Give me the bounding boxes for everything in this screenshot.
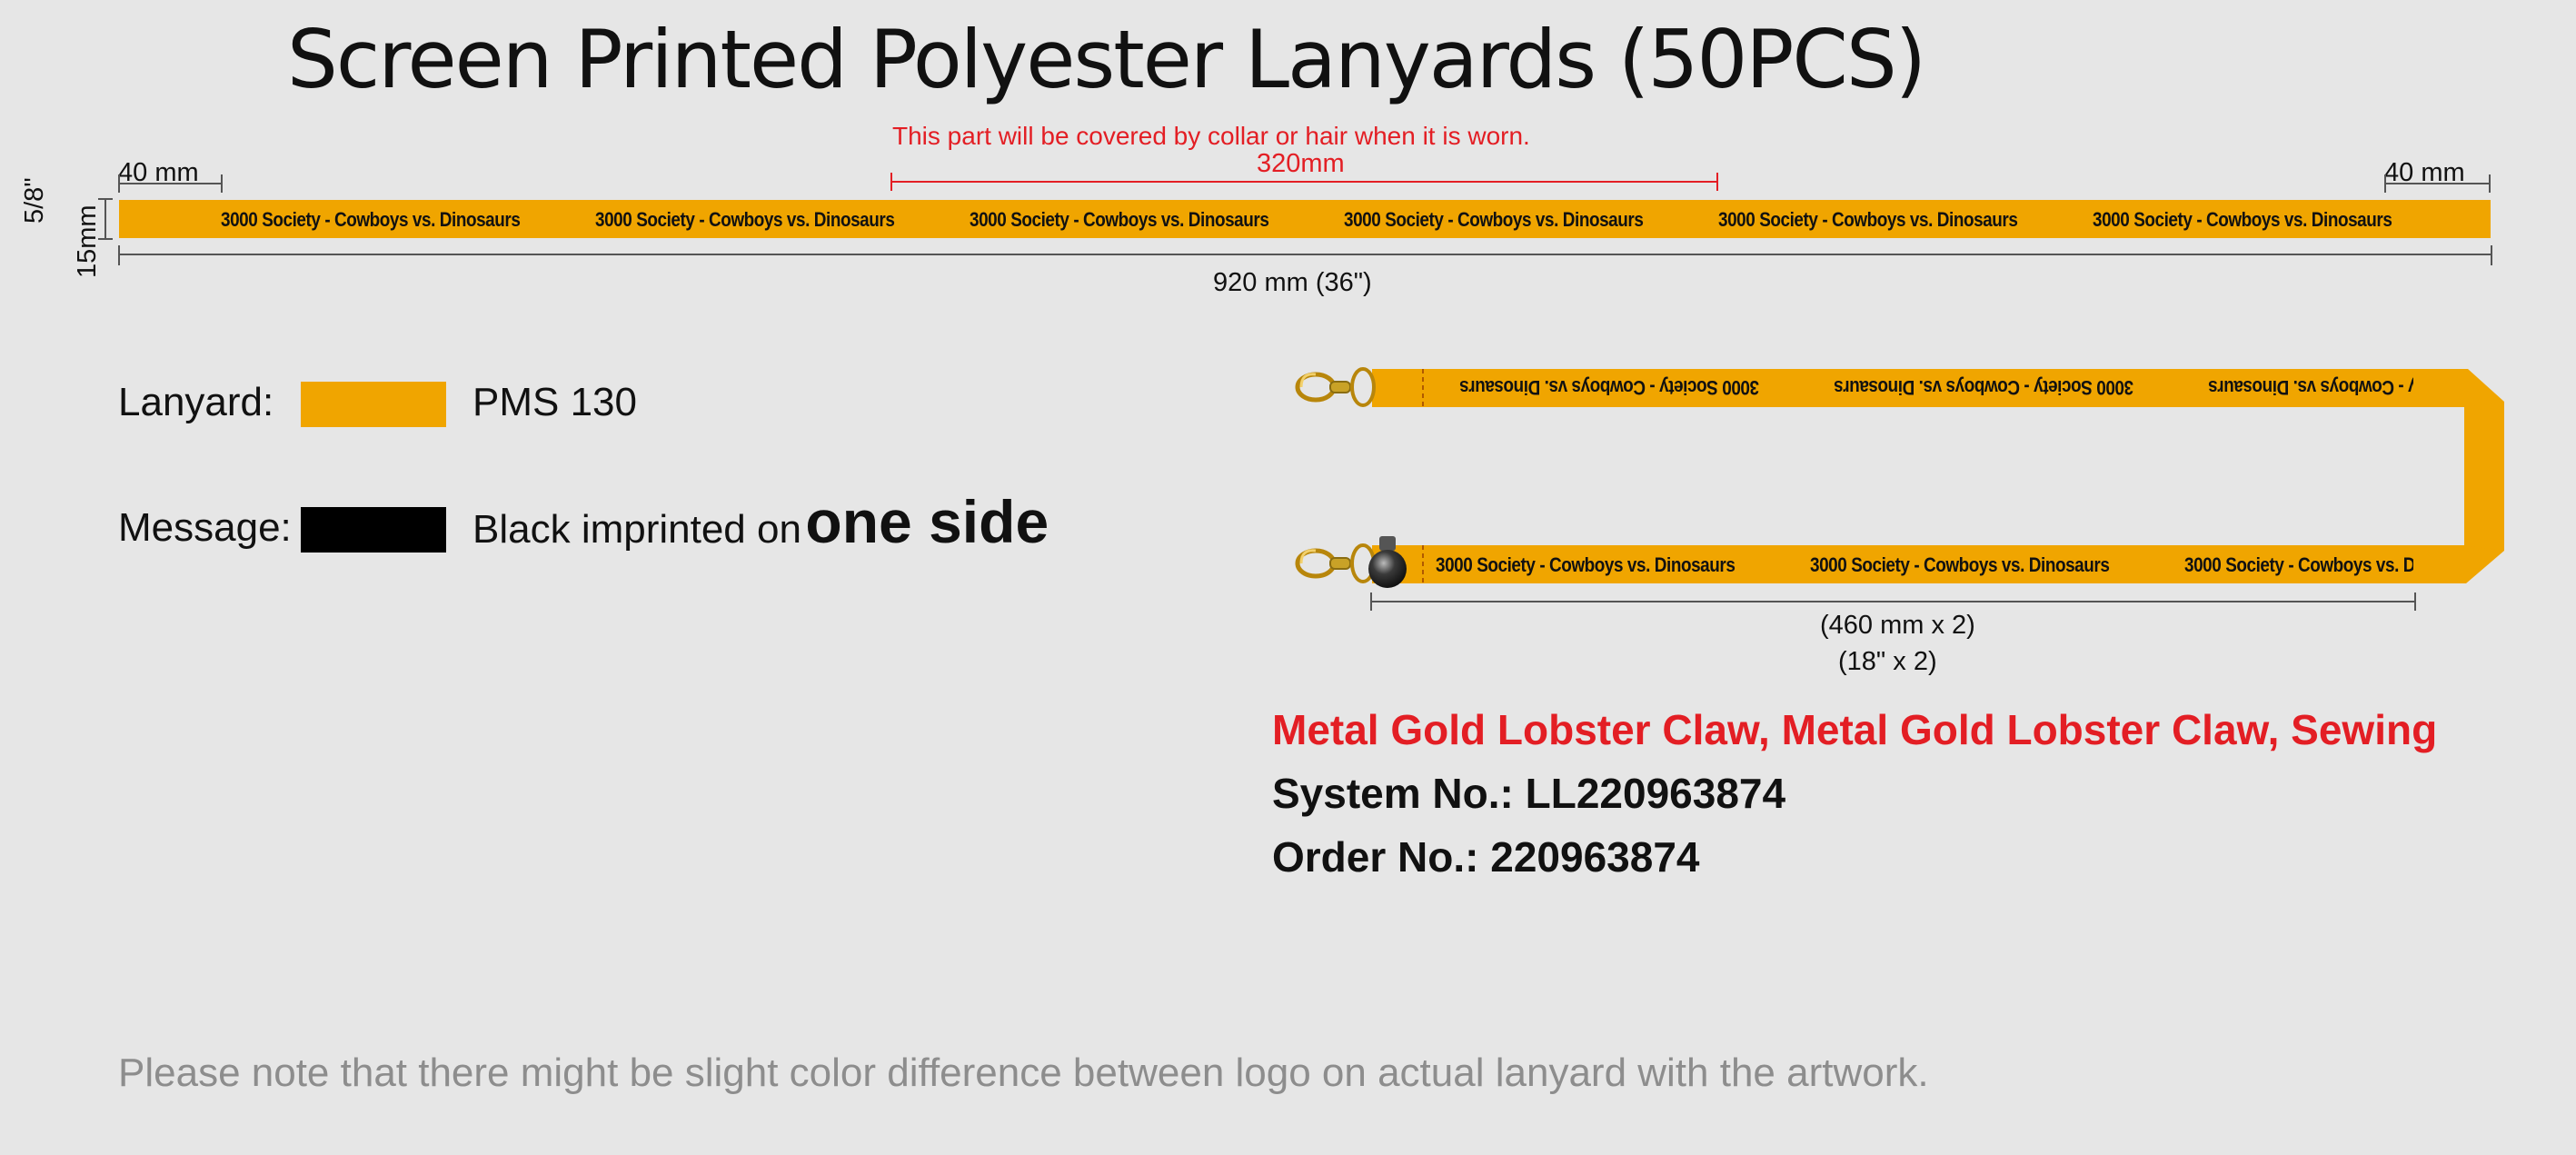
color-difference-note: Please note that there might be slight c… [118, 1050, 1929, 1095]
imprint-text: 3000 Society - Cowboys vs. Dinosaurs [970, 208, 1269, 231]
imprint-text: 3000 Society - Cowboys vs. Dinosaurs [2093, 208, 2392, 231]
stitch-line-bottom [1422, 545, 1424, 583]
width-dimension-bracket [98, 198, 113, 240]
message-emphasis: one side [805, 488, 1049, 555]
folded-top-imprint-row: 3000 Society - Cowboys vs. Dinosaurs 3000… [1372, 369, 2453, 407]
attachments-spec: Metal Gold Lobster Claw, Metal Gold Lobs… [1272, 706, 2438, 753]
folded-length-mm-label: (460 mm x 2) [1820, 611, 1975, 640]
total-length-dimension-line [118, 245, 2492, 265]
imprint-text: 3000 Society - Cowboys vs. Dinosaurs [1344, 208, 1644, 231]
flat-imprint-row: 3000 Society - Cowboys vs. Dinosaurs 3000… [119, 200, 2491, 238]
page-title: Screen Printed Polyester Lanyards (50PCS… [287, 13, 1926, 106]
right-end-length-label: 40 mm [2384, 158, 2465, 187]
lobster-claw-hook-icon [1295, 543, 1376, 583]
left-end-dimension-line [118, 174, 223, 193]
total-length-label: 920 mm (36") [1213, 268, 1372, 297]
lobster-claw-hook-icon [1295, 367, 1376, 407]
imprint-text: 3000 Society - Cowboys vs. Dinosaurs [1436, 553, 1736, 576]
message-description: Black imprinted on one side [472, 487, 1049, 556]
collar-length-label: 320mm [1257, 149, 1345, 178]
system-number: System No.: LL220963874 [1272, 770, 1786, 817]
stitch-line-top [1422, 369, 1424, 407]
right-end-dimension-line [2384, 174, 2491, 193]
lanyard-color-label: Lanyard: [118, 380, 274, 424]
folded-length-in-label: (18" x 2) [1838, 647, 1937, 676]
imprint-text: 3000 Society - Cowboys vs. Dinosaurs [2184, 553, 2453, 576]
imprint-text: 3000 Society - Cowboys vs. Dinosaurs [1810, 553, 2110, 576]
collar-dimension-line [890, 173, 1718, 191]
order-number: Order No.: 220963874 [1272, 833, 1700, 881]
folded-length-dimension-line [1370, 592, 2416, 611]
message-color-swatch [301, 507, 446, 553]
collar-note: This part will be covered by collar or h… [892, 122, 1530, 150]
folded-bottom-strip: 3000 Society - Cowboys vs. Dinosaurs 3000… [1372, 545, 2453, 583]
width-inch-label: 5/8" [20, 177, 49, 224]
imprint-text: 3000 Society - Cowboys vs. Dinosaurs [1834, 376, 2133, 399]
imprint-text: 3000 Society - Cowboys vs. Dinosaurs [1459, 376, 1759, 399]
lanyard-pms-value: PMS 130 [472, 380, 637, 424]
folded-bottom-imprint-row: 3000 Society - Cowboys vs. Dinosaurs 3000… [1372, 545, 2453, 583]
imprint-text: 3000 Society - Cowboys vs. Dinosaurs [595, 208, 895, 231]
bead-stopper-icon [1368, 536, 1407, 588]
imprint-text: 3000 Society - Cowboys vs. Dinosaurs [221, 208, 521, 231]
folded-end-shape [2413, 369, 2504, 583]
flat-lanyard-strip: 3000 Society - Cowboys vs. Dinosaurs 3000… [119, 200, 2491, 238]
imprint-text: 3000 Society - Cowboys vs. Dinosaurs [1718, 208, 2018, 231]
folded-top-strip: 3000 Society - Cowboys vs. Dinosaurs 3000… [1372, 369, 2453, 407]
message-color-label: Message: [118, 505, 292, 550]
lanyard-color-swatch [301, 382, 446, 427]
left-end-length-label: 40 mm [118, 158, 199, 187]
message-text: Black imprinted on [472, 507, 801, 552]
folded-lanyard-diagram: 3000 Society - Cowboys vs. Dinosaurs 3000… [1272, 345, 2504, 676]
flat-lanyard-diagram: This part will be covered by collar or h… [0, 0, 2576, 309]
